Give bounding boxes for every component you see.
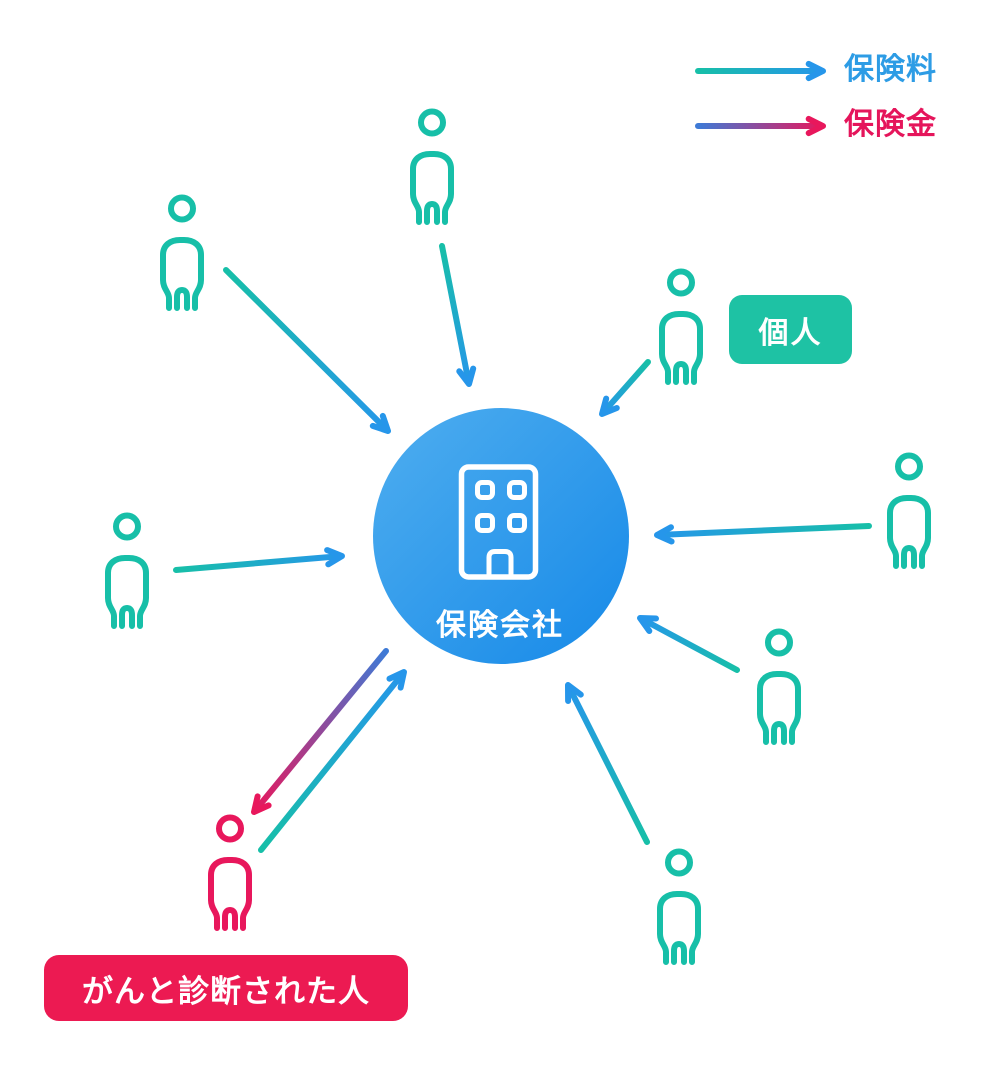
building-window-icon: [507, 480, 527, 500]
building-window-icon: [507, 513, 527, 533]
building-icon: [458, 464, 539, 580]
premium-arrow: [695, 60, 826, 82]
building-window-icon: [475, 480, 495, 500]
premium-arrow: [439, 243, 477, 387]
legend-label-premium: 保険料: [844, 52, 937, 87]
person-icon-individual: [660, 852, 698, 963]
legend-label-benefit: 保険金: [844, 107, 937, 142]
company-circle: [373, 408, 629, 664]
arrows-layer: [173, 60, 872, 853]
individual-badge: 個人: [729, 295, 852, 364]
person-icon-individual: [163, 198, 201, 309]
premium-arrow: [173, 547, 345, 573]
premium-arrow: [599, 359, 651, 417]
premium-arrow: [258, 669, 407, 853]
person-icon-individual: [413, 112, 451, 223]
company-label: 保険会社: [436, 608, 564, 643]
building-door-icon: [486, 549, 514, 580]
diagnosed-badge: がんと診断された人: [44, 955, 408, 1021]
premium-arrow: [565, 682, 650, 845]
person-icon-individual: [890, 456, 928, 567]
premium-arrow: [654, 523, 872, 545]
premium-arrow: [223, 267, 391, 434]
person-icon-individual: [760, 632, 798, 743]
building-window-icon: [475, 513, 495, 533]
person-icon-individual: [108, 516, 146, 627]
benefit-arrow: [695, 115, 826, 137]
benefit-arrow: [251, 648, 389, 815]
person-icon-diagnosed: [211, 818, 249, 929]
person-icon-individual: [662, 272, 700, 383]
premium-arrow: [637, 615, 740, 673]
building-outline: [458, 464, 539, 580]
